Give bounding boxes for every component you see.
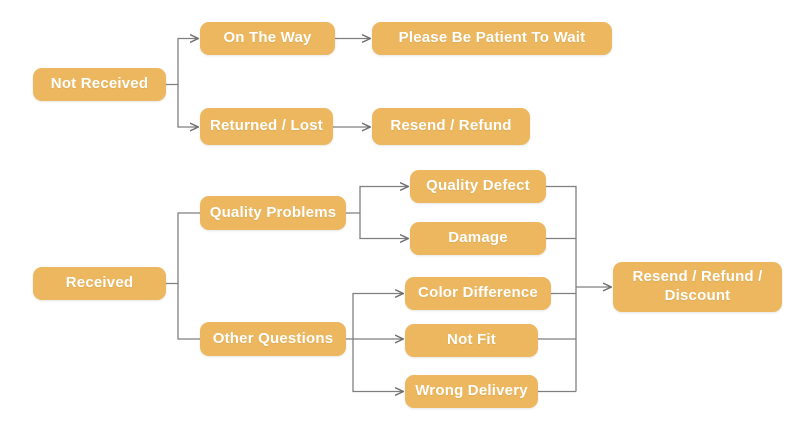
node-other-questions[interactable]: Other Questions: [200, 322, 346, 356]
node-label: On The Way: [223, 29, 312, 47]
node-damage[interactable]: Damage: [410, 222, 546, 255]
node-resend-refund[interactable]: Resend / Refund: [372, 108, 530, 145]
node-label: Quality Defect: [426, 177, 530, 195]
node-color-difference[interactable]: Color Difference: [405, 277, 551, 310]
node-label: Please Be Patient To Wait: [398, 29, 586, 47]
node-not-fit[interactable]: Not Fit: [405, 324, 538, 357]
node-label: Damage: [448, 229, 508, 247]
node-label: Resend / Refund: [390, 117, 512, 135]
edge-quality-problems-branch: [346, 187, 408, 239]
node-resend-refund-discount[interactable]: Resend / Refund / Discount: [613, 262, 782, 312]
node-wrong-delivery[interactable]: Wrong Delivery: [405, 375, 538, 408]
node-please-be-patient[interactable]: Please Be Patient To Wait: [372, 22, 612, 55]
node-label: Color Difference: [418, 284, 538, 302]
node-label: Wrong Delivery: [415, 382, 528, 400]
node-label: Not Fit: [447, 331, 496, 349]
node-label: Not Received: [50, 75, 149, 93]
node-label: Received: [65, 274, 134, 292]
edge-received-branch: [166, 212, 200, 340]
node-quality-problems[interactable]: Quality Problems: [200, 196, 346, 230]
node-label: Quality Problems: [209, 203, 337, 221]
node-label: Resend / Refund / Discount: [632, 268, 763, 304]
node-quality-defect[interactable]: Quality Defect: [410, 170, 546, 203]
node-returned-lost[interactable]: Returned / Lost: [200, 108, 333, 145]
node-label: Returned / Lost: [209, 117, 323, 135]
node-label: Other Questions: [212, 329, 334, 347]
node-on-the-way[interactable]: On The Way: [200, 22, 335, 55]
edge-not-received-branch: [166, 39, 198, 128]
node-received[interactable]: Received: [33, 267, 166, 300]
node-not-received[interactable]: Not Received: [33, 68, 166, 101]
edge-other-questions-branch: [346, 294, 403, 392]
